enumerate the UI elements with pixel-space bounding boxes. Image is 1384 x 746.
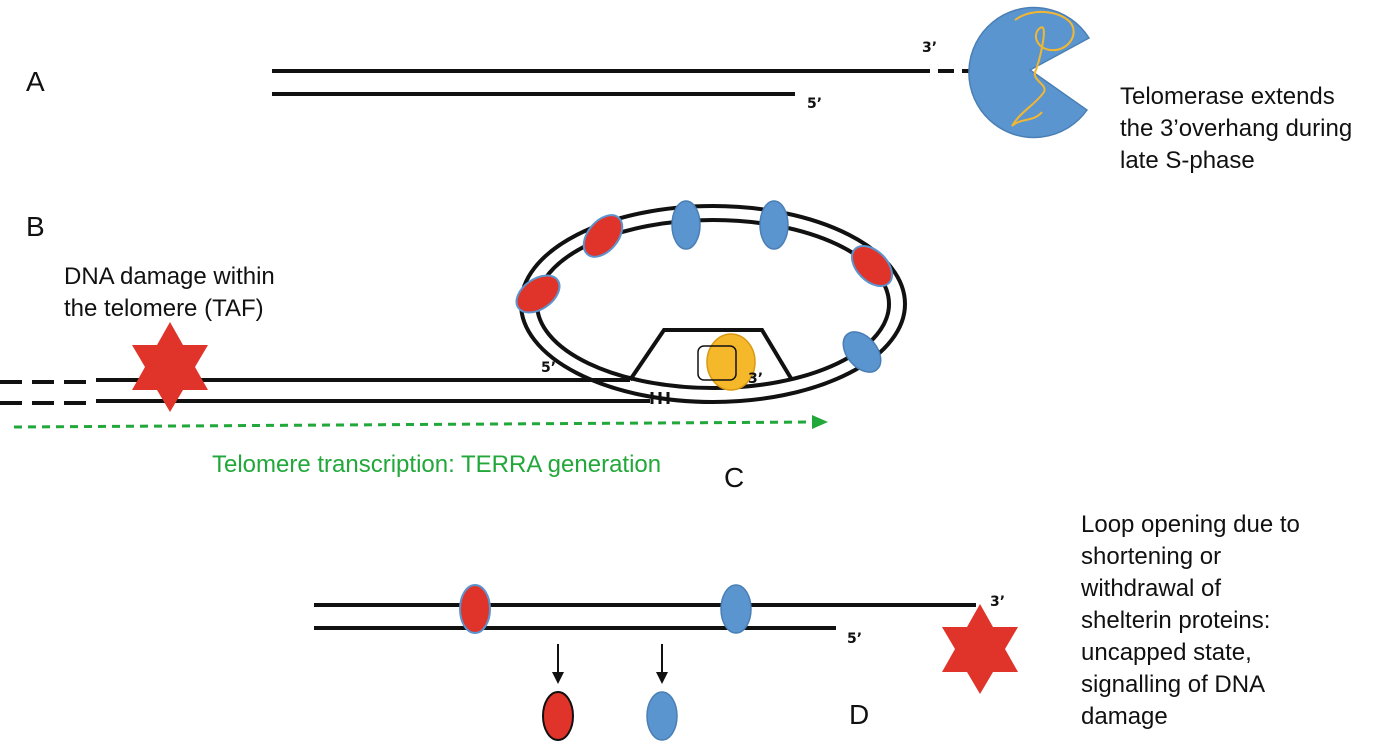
shelterin-protein-blue (759, 200, 789, 250)
panel-a-caption-line-3: late S-phase (1120, 147, 1255, 174)
panel-d-5-prime-label: 5’ (847, 631, 862, 647)
complex-outline-box (697, 345, 737, 381)
panel-d-3-prime-label: 3’ (990, 594, 1005, 610)
panel-a-caption-line-2: the 3’overhang during (1120, 115, 1352, 142)
panel-d-letter: D (849, 699, 869, 730)
shelterin-protein-red (850, 244, 894, 288)
shelterin-protein-blue (671, 200, 701, 250)
released-protein-red (542, 691, 574, 741)
d-loop-trapezoid (628, 328, 794, 382)
panel-a-caption-line-1: Telomerase extends (1120, 83, 1335, 110)
shelterin-protein-red (459, 584, 491, 634)
shelterin-protein-red (515, 274, 561, 314)
panel-a-letter: A (26, 66, 45, 97)
released-protein-blue (646, 691, 678, 741)
panel-b-caption-line-2: the telomere (TAF) (64, 295, 264, 322)
panel-d-caption-line-3: withdrawal of (1080, 575, 1221, 602)
telomerase-rna-template (1011, 11, 1075, 127)
panel-a: A 3’ 5’ Telomerase extends the 3’overhan… (26, 6, 1352, 174)
telomerase-enzyme (968, 6, 1091, 139)
terra-label: Telomere transcription: TERRA generation (212, 451, 661, 478)
panel-c-letter: C (724, 462, 744, 493)
uncapped-damage-star-icon (942, 604, 1018, 694)
panel-d-caption-line-7: damage (1081, 703, 1168, 730)
panel-b-5-prime-label: 5’ (541, 360, 556, 376)
down-arrow-icon (552, 672, 564, 684)
shelterin-protein-red (582, 214, 624, 258)
panel-d-caption-line-4: shelterin proteins: (1081, 607, 1270, 634)
down-arrow-icon (656, 672, 668, 684)
panel-d-caption-line-1: Loop opening due to (1081, 511, 1300, 538)
shelterin-protein-blue (842, 331, 882, 373)
panel-d-caption-line-5: uncapped state, (1081, 639, 1252, 666)
terra-transcription-arrow (13, 420, 815, 429)
panel-d: 3’ 5’ D Loop opening due to shortening o… (314, 511, 1300, 741)
panel-b-letter: B (26, 211, 45, 242)
dna-damage-star-icon (132, 322, 208, 412)
terra-arrowhead-icon (812, 415, 828, 429)
panel-a-5-prime-label: 5’ (807, 96, 822, 112)
panel-a-3-prime-label: 3’ (922, 40, 937, 56)
shelterin-complex-yellow (706, 333, 756, 391)
panel-b: B DNA damage within the telomere (TAF) 5… (0, 200, 907, 493)
panel-b-caption-line-1: DNA damage within (64, 263, 275, 290)
panel-b-3-prime-label: 3’ (748, 371, 763, 387)
panel-d-caption-line-6: signalling of DNA (1081, 671, 1265, 698)
shelterin-protein-blue (720, 584, 752, 634)
panel-d-caption-line-2: shortening or (1081, 543, 1221, 570)
